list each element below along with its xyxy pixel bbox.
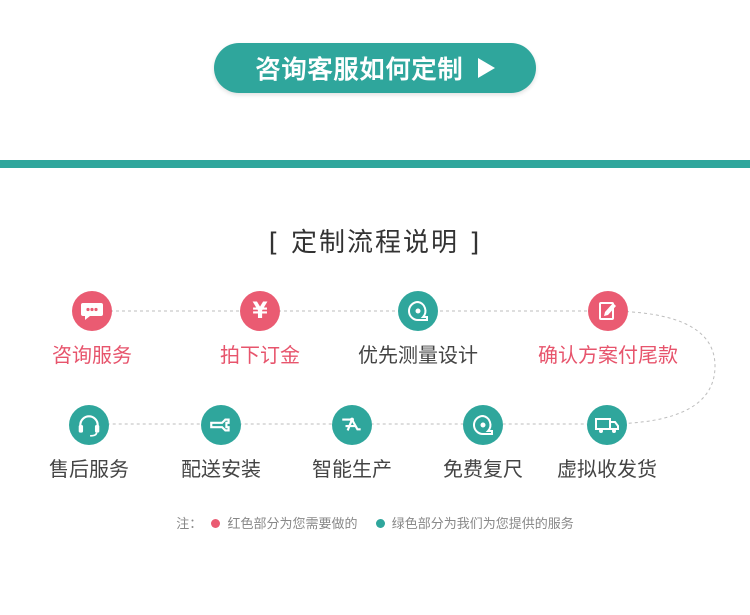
edit-document-icon <box>588 291 628 331</box>
step-label: 智能生产 <box>312 457 392 481</box>
red-dot-icon <box>211 519 221 528</box>
wrench-icon <box>201 405 241 445</box>
step-consult: 咨询服务 <box>2 291 182 368</box>
green-dot-icon <box>375 519 385 528</box>
step-label: 优先测量设计 <box>358 343 478 367</box>
step-smart-production: 智能生产 <box>262 405 442 482</box>
step-delivery-install: 配送安装 <box>131 405 311 482</box>
note-green-text: 绿色部分为我们为您提供的服务 <box>391 517 574 532</box>
step-deposit: ¥ 拍下订金 <box>170 291 350 368</box>
step-label: 咨询服务 <box>52 343 132 367</box>
chat-bubble-icon <box>72 291 112 331</box>
step-confirm-pay: 确认方案付尾款 <box>518 291 698 368</box>
tape-measure-icon <box>463 405 503 445</box>
step-virtual-shipping: 虚拟收发货 <box>517 405 697 482</box>
consult-customer-service-button[interactable]: 咨询客服如何定制 <box>214 43 536 93</box>
headset-icon <box>69 405 109 445</box>
section-divider <box>0 160 750 168</box>
step-label: 配送安装 <box>181 457 261 481</box>
play-icon <box>477 58 495 78</box>
step-label: 免费复尺 <box>443 457 523 481</box>
legend-note: 注： 红色部分为您需要做的 绿色部分为我们为您提供的服务 <box>0 513 750 532</box>
step-label: 售后服务 <box>49 457 129 481</box>
step-label: 拍下订金 <box>220 343 300 367</box>
note-red-text: 红色部分为您需要做的 <box>227 517 358 532</box>
step-after-sales: 售后服务 <box>0 405 179 482</box>
yen-icon: ¥ <box>240 291 280 331</box>
section-title: [ 定制流程说明 ] <box>268 228 482 258</box>
consult-button-label: 咨询客服如何定制 <box>255 55 464 84</box>
step-measure-design: 优先测量设计 <box>328 291 508 368</box>
step-label: 虚拟收发货 <box>557 457 657 481</box>
truck-icon <box>587 405 627 445</box>
step-label: 确认方案付尾款 <box>538 343 678 367</box>
tape-measure-icon <box>398 291 438 331</box>
machine-icon <box>332 405 372 445</box>
note-prefix: 注： <box>176 517 203 532</box>
step-free-remeasure: 免费复尺 <box>393 405 573 482</box>
